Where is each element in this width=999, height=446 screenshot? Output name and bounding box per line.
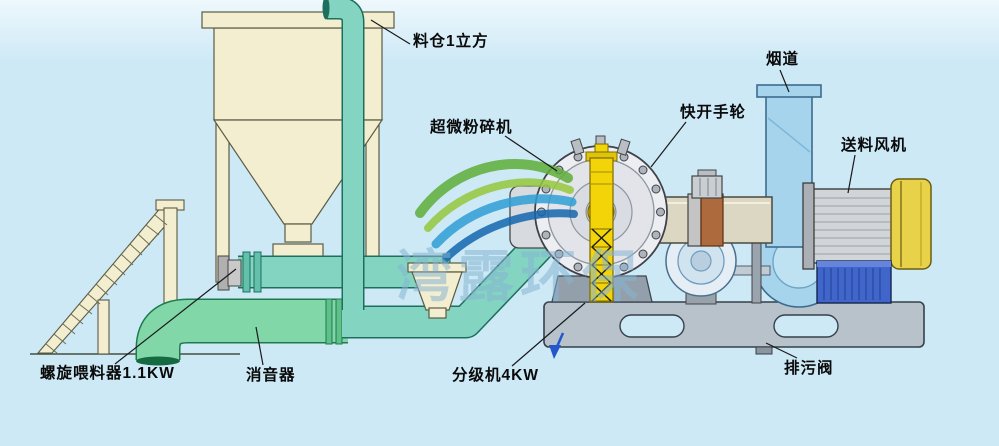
- silencer: [135, 298, 348, 366]
- collection-hopper: [407, 262, 467, 319]
- label-mill: 超微粉碎机: [430, 119, 513, 136]
- watermark-text: 湾露环保: [396, 245, 644, 308]
- leader-handwheel: [650, 121, 687, 168]
- feed-fan: [802, 178, 932, 304]
- silo: [201, 11, 395, 283]
- drain-valve: [755, 346, 773, 355]
- outlet-pipe: [649, 193, 773, 304]
- label-screw-feeder: 螺旋喂料器1.1KW: [40, 365, 175, 382]
- base-platform: [543, 301, 925, 355]
- label-silencer: 消音器: [246, 367, 296, 384]
- handwheel: [691, 169, 723, 199]
- leader-drain-valve: [765, 342, 798, 359]
- classifier-shaft: [585, 143, 618, 303]
- leader-screw-feeder: [114, 268, 237, 365]
- vent-pipe: [322, 0, 365, 310]
- label-classifier: 分级机4KW: [452, 367, 539, 384]
- watermark-logo: [415, 159, 578, 262]
- fan-yellow-end: [890, 178, 932, 270]
- mill-inlet-pipe: [342, 222, 562, 339]
- leader-silencer: [255, 326, 264, 366]
- label-handwheel: 快开手轮: [680, 104, 747, 121]
- leader-flue: [779, 69, 790, 93]
- label-silo: 料仓1立方: [413, 33, 489, 50]
- leader-lines: [114, 19, 856, 367]
- leader-classifier: [511, 302, 586, 367]
- leader-mill: [504, 135, 558, 172]
- classifier-arrow: [549, 332, 565, 359]
- leader-feed-fan: [847, 154, 856, 194]
- label-flue: 烟道: [766, 51, 800, 68]
- leader-silo: [370, 19, 411, 45]
- label-drain-valve: 排污阀: [784, 360, 834, 377]
- label-feed-fan: 送料风机: [841, 137, 908, 154]
